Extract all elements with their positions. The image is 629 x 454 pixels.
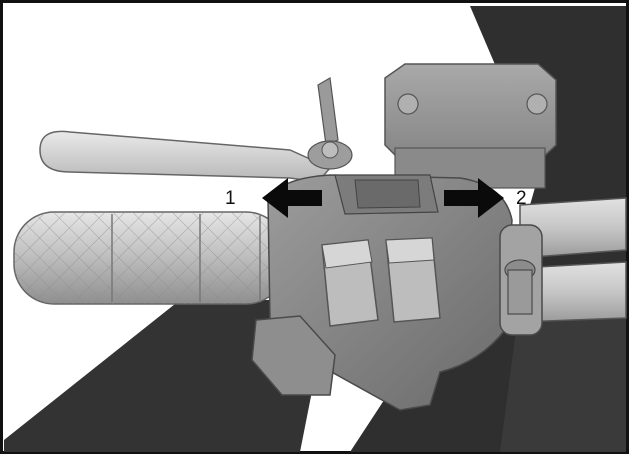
rocker-switch-right <box>385 237 441 323</box>
arrow-right-icon <box>444 178 504 218</box>
clamp-bolt <box>499 224 543 336</box>
brake-reservoir <box>384 63 557 189</box>
callout-2: 2 <box>444 178 527 218</box>
hand-grip <box>13 211 287 305</box>
master-cylinder <box>307 140 353 170</box>
rocker-switch-left <box>321 239 379 327</box>
handlebar-tube <box>519 197 627 323</box>
lower-stalk <box>251 315 336 396</box>
callout-2-label: 2 <box>516 188 527 209</box>
callout-1: 1 <box>225 178 322 218</box>
callout-1-label: 1 <box>225 188 236 209</box>
arrow-left-icon <box>262 178 322 218</box>
